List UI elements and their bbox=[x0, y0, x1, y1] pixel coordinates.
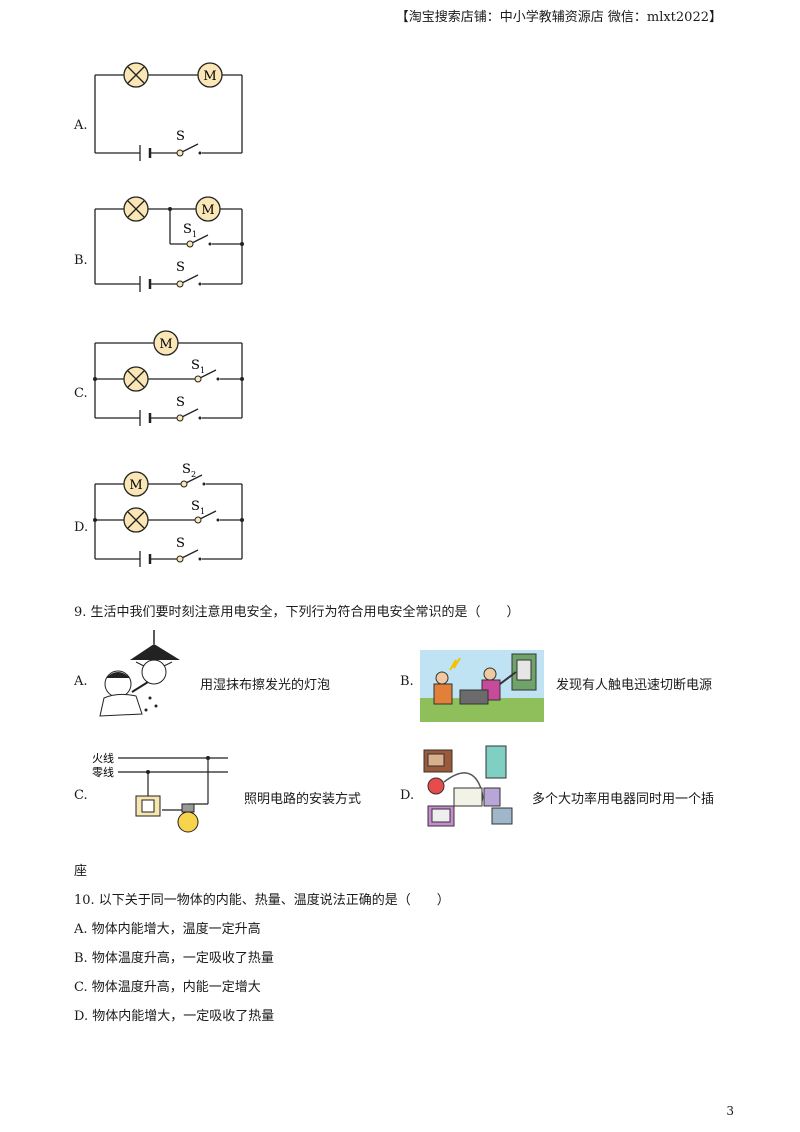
q10-option-d-letter: D. bbox=[74, 1009, 89, 1024]
option-b-letter: B. bbox=[74, 253, 88, 268]
circuit-diagram-b: M S 1 S bbox=[94, 196, 244, 292]
switch-s-icon bbox=[176, 414, 184, 422]
motor-icon: M bbox=[197, 62, 223, 88]
wet-cloth-bulb-illustration bbox=[99, 630, 180, 717]
svg-text:火线: 火线 bbox=[92, 751, 114, 765]
battery-icon bbox=[139, 276, 152, 292]
svg-text:S: S bbox=[182, 462, 191, 477]
lamp-icon bbox=[123, 196, 149, 222]
svg-text:1: 1 bbox=[200, 366, 205, 375]
question-9-stem: 9. 生活中我们要时刻注意用电安全，下列行为符合用电安全常识的是（ ） bbox=[74, 605, 520, 620]
overloaded-power-strip-illustration bbox=[423, 745, 513, 827]
svg-text:S: S bbox=[191, 499, 200, 514]
q10-option-b-letter: B. bbox=[74, 951, 88, 966]
lamp-icon bbox=[123, 366, 149, 392]
page-number: 3 bbox=[726, 1104, 734, 1118]
svg-text:1: 1 bbox=[200, 507, 205, 516]
svg-text:S: S bbox=[176, 260, 185, 275]
lighting-circuit-wiring-diagram: 火线 零线 bbox=[92, 751, 228, 833]
stray-character: 座 bbox=[74, 864, 88, 879]
circuit-diagram-c: M S 1 S bbox=[93, 330, 244, 426]
electric-shock-rescue-illustration bbox=[420, 650, 544, 722]
q10-option-d: D. 物体内能增大，一定吸收了热量 bbox=[74, 1005, 274, 1024]
circuit-diagram-a: M S bbox=[94, 62, 243, 161]
q10-option-c-text: 物体温度升高，内能一定增大 bbox=[91, 980, 261, 995]
svg-text:S: S bbox=[183, 222, 192, 237]
switch-s-icon bbox=[176, 149, 184, 157]
q9-option-a-letter: A. bbox=[74, 674, 88, 689]
q9-option-d-text: 多个大功率用电器同时用一个插 bbox=[532, 792, 715, 807]
switch-s-icon bbox=[176, 280, 184, 288]
motor-icon: M bbox=[123, 471, 149, 497]
motor-icon: M bbox=[195, 196, 221, 222]
battery-icon bbox=[139, 551, 152, 567]
svg-text:M: M bbox=[201, 203, 214, 218]
lamp-icon bbox=[123, 62, 149, 88]
q10-option-a-letter: A. bbox=[74, 922, 88, 937]
svg-text:M: M bbox=[159, 337, 172, 352]
svg-text:M: M bbox=[129, 478, 142, 493]
svg-text:M: M bbox=[203, 69, 216, 84]
q9-option-c-letter: C. bbox=[74, 788, 88, 803]
circuit-diagram-d: M S 2 S 1 S bbox=[93, 462, 244, 567]
page-header: 【淘宝搜索店铺：中小学教辅资源店 微信：mlxt2022】 bbox=[395, 10, 722, 25]
switch-s1-icon bbox=[186, 240, 194, 248]
motor-icon: M bbox=[153, 330, 179, 356]
light-bulb-icon bbox=[177, 803, 199, 833]
svg-text:S: S bbox=[176, 395, 185, 410]
svg-text:2: 2 bbox=[191, 470, 196, 479]
q9-option-a-text: 用湿抹布擦发光的灯泡 bbox=[200, 678, 331, 693]
svg-text:S: S bbox=[176, 129, 185, 144]
q9-option-b-letter: B. bbox=[400, 674, 414, 689]
q10-option-a-text: 物体内能增大，温度一定升高 bbox=[91, 922, 261, 937]
lamp-icon bbox=[123, 507, 149, 533]
switch-s1-icon bbox=[194, 516, 202, 524]
q10-option-b-text: 物体温度升高，一定吸收了热量 bbox=[91, 951, 274, 966]
switch-s-icon bbox=[176, 555, 184, 563]
q10-option-c: C. 物体温度升高，内能一定增大 bbox=[74, 976, 261, 995]
question-10-stem: 10. 以下关于同一物体的内能、热量、温度说法正确的是（ ） bbox=[74, 893, 450, 908]
svg-text:S: S bbox=[191, 358, 200, 373]
option-c-letter: C. bbox=[74, 386, 88, 401]
option-d-letter: D. bbox=[74, 520, 89, 535]
q9-option-d-letter: D. bbox=[400, 788, 415, 803]
svg-text:1: 1 bbox=[192, 230, 197, 239]
q10-option-d-text: 物体内能增大，一定吸收了热量 bbox=[92, 1009, 275, 1024]
q9-option-b-text: 发现有人触电迅速切断电源 bbox=[556, 678, 713, 693]
battery-icon bbox=[139, 410, 152, 426]
q10-option-a: A. 物体内能增大，温度一定升高 bbox=[74, 918, 261, 937]
svg-text:零线: 零线 bbox=[92, 765, 114, 779]
q10-option-c-letter: C. bbox=[74, 980, 88, 995]
switch-s1-icon bbox=[194, 375, 202, 383]
option-a-letter: A. bbox=[74, 118, 88, 133]
switch-s2-icon bbox=[180, 480, 188, 488]
battery-icon bbox=[139, 145, 152, 161]
svg-text:S: S bbox=[176, 536, 185, 551]
q10-option-b: B. 物体温度升高，一定吸收了热量 bbox=[74, 947, 274, 966]
q9-option-c-text: 照明电路的安装方式 bbox=[244, 792, 362, 807]
